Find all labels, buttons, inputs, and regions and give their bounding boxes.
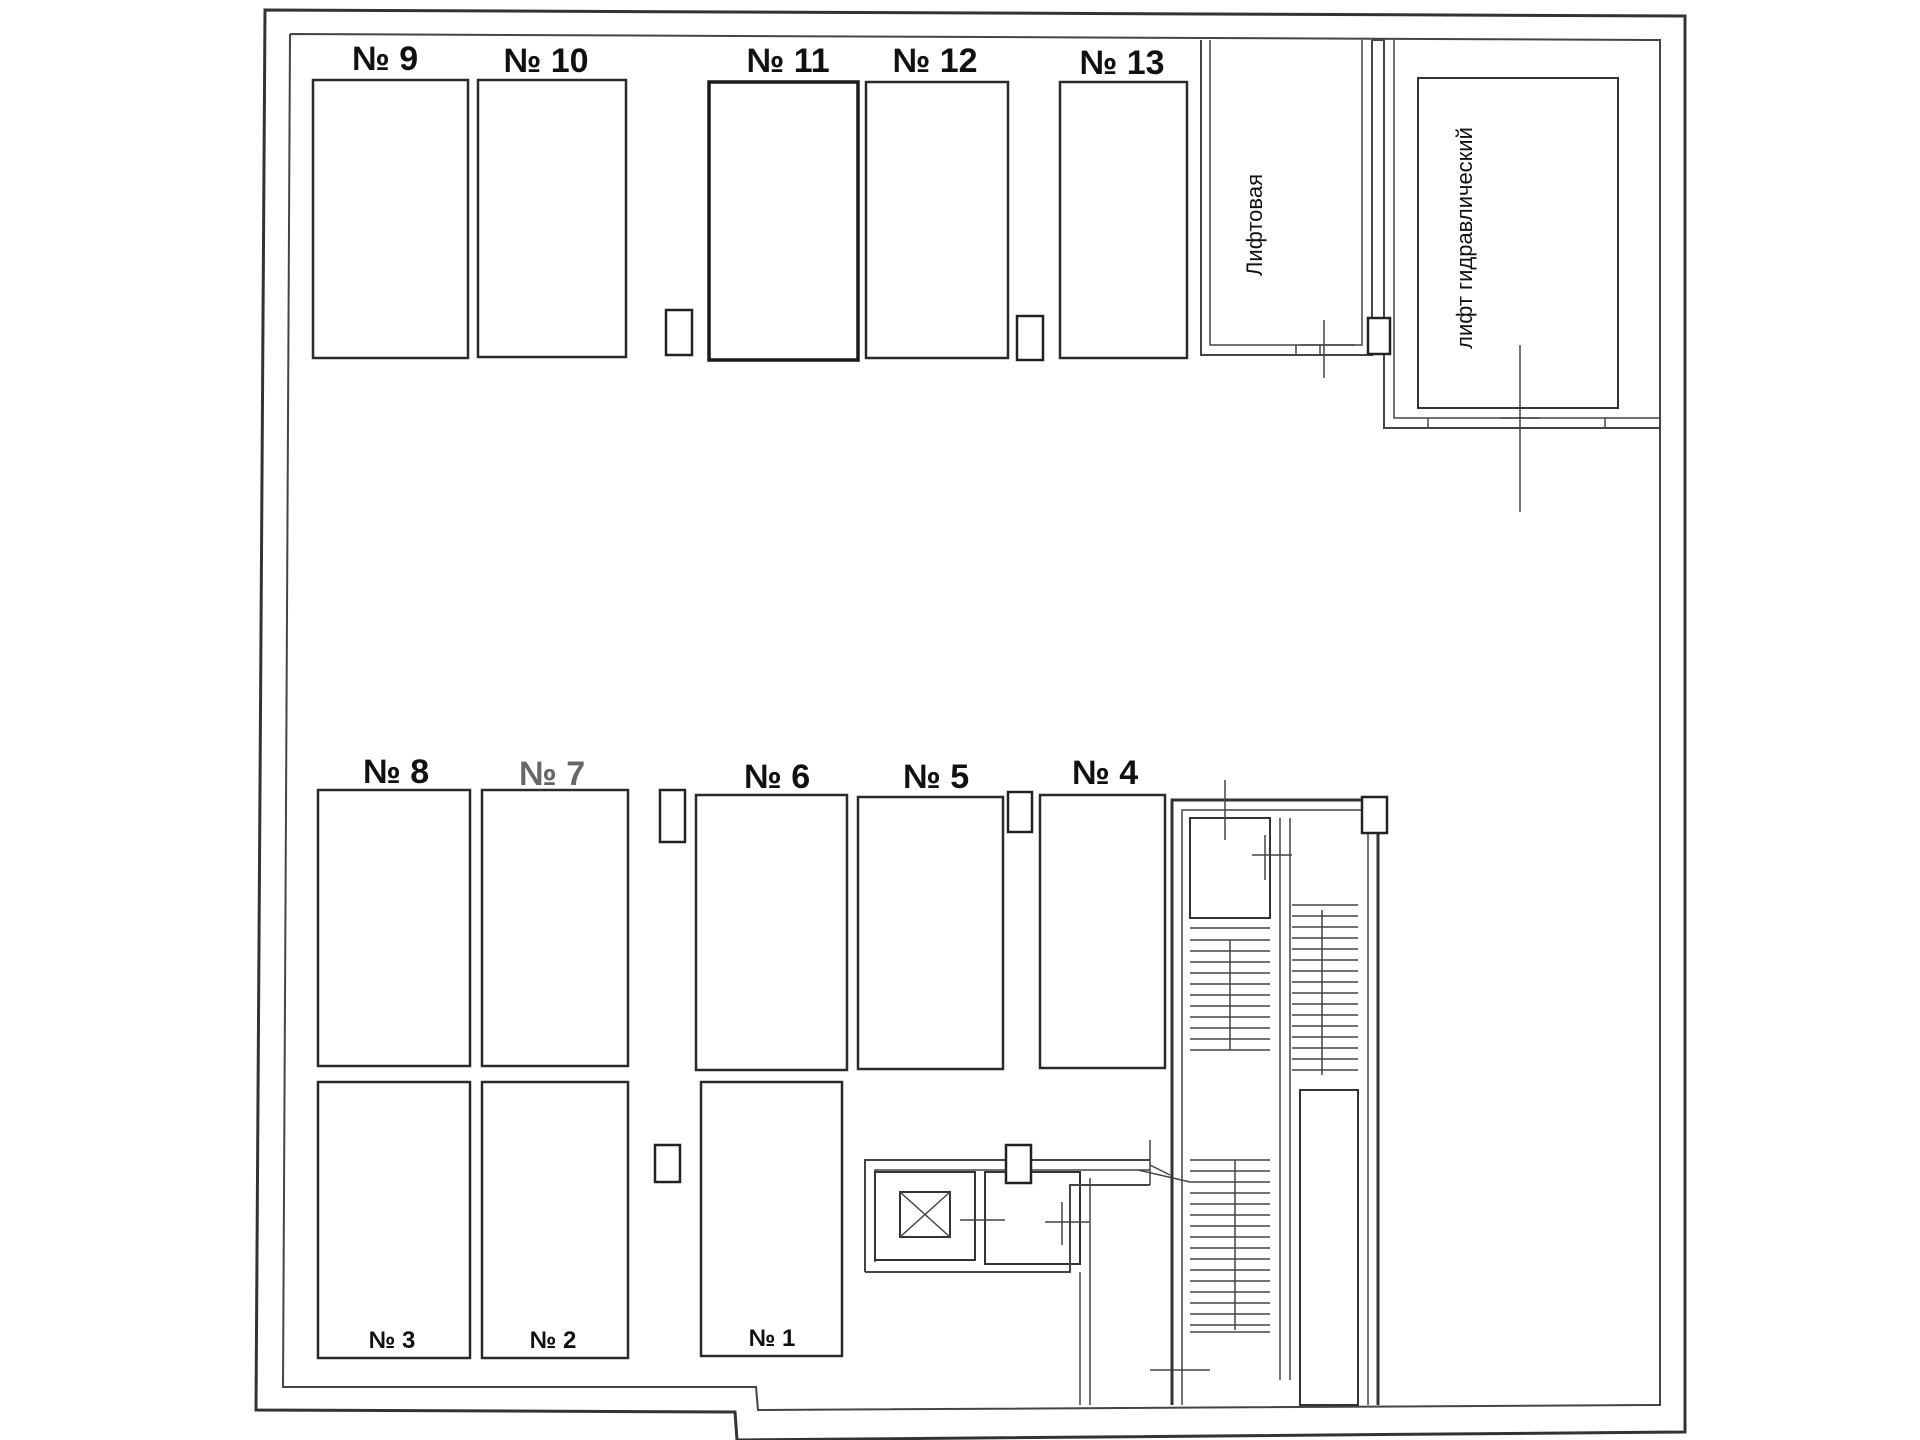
ventilation-block bbox=[865, 1140, 1210, 1405]
label-space-6: № 6 bbox=[744, 758, 810, 796]
label-space-4: № 4 bbox=[1072, 754, 1138, 792]
outer-wall bbox=[256, 10, 1685, 1440]
elevator-room bbox=[1201, 40, 1372, 378]
parking-space-7[interactable] bbox=[482, 790, 628, 1066]
label-space-2: № 2 bbox=[530, 1327, 577, 1354]
top-row-spaces bbox=[313, 80, 1187, 360]
column bbox=[1368, 318, 1390, 354]
label-space-13: № 13 bbox=[1079, 44, 1164, 82]
stairwell bbox=[1172, 780, 1387, 1405]
column bbox=[1017, 316, 1043, 360]
parking-space-8[interactable] bbox=[318, 790, 470, 1066]
column bbox=[1008, 792, 1032, 832]
column bbox=[1362, 797, 1387, 833]
parking-space-5[interactable] bbox=[858, 797, 1003, 1069]
parking-space-1[interactable] bbox=[701, 1082, 842, 1356]
label-space-11: № 11 bbox=[746, 42, 829, 80]
parking-space-6[interactable] bbox=[696, 795, 847, 1070]
label-space-8: № 8 bbox=[363, 753, 429, 791]
label-space-1: № 1 bbox=[749, 1325, 796, 1352]
label-space-9: № 9 bbox=[352, 40, 418, 78]
parking-space-13[interactable] bbox=[1060, 82, 1187, 358]
parking-space-10[interactable] bbox=[478, 80, 626, 357]
parking-space-4[interactable] bbox=[1040, 795, 1165, 1068]
parking-space-12[interactable] bbox=[866, 82, 1008, 358]
stair-flight-right bbox=[1292, 905, 1358, 1070]
label-space-7: № 7 bbox=[519, 755, 585, 793]
parking-space-9[interactable] bbox=[313, 80, 468, 358]
ventilation-crossed-box bbox=[900, 1192, 950, 1237]
label-space-10: № 10 bbox=[503, 42, 588, 80]
column bbox=[655, 1145, 680, 1182]
label-space-5: № 5 bbox=[903, 758, 969, 796]
middle-row-spaces bbox=[318, 790, 1165, 1070]
label-elevator-room: Лифтовая bbox=[1242, 174, 1267, 276]
inner-wall bbox=[283, 34, 1660, 1410]
label-hydraulic-lift: лифт гидравлический bbox=[1452, 127, 1477, 349]
hydraulic-lift-shaft bbox=[1368, 40, 1660, 512]
column bbox=[660, 790, 685, 842]
column bbox=[1006, 1145, 1031, 1183]
bottom-row-spaces bbox=[318, 1082, 842, 1358]
parking-space-3[interactable] bbox=[318, 1082, 470, 1358]
label-space-12: № 12 bbox=[892, 42, 977, 80]
parking-space-11[interactable] bbox=[709, 82, 858, 360]
column bbox=[666, 310, 692, 355]
parking-space-2[interactable] bbox=[482, 1082, 628, 1358]
label-space-3: № 3 bbox=[369, 1327, 416, 1354]
